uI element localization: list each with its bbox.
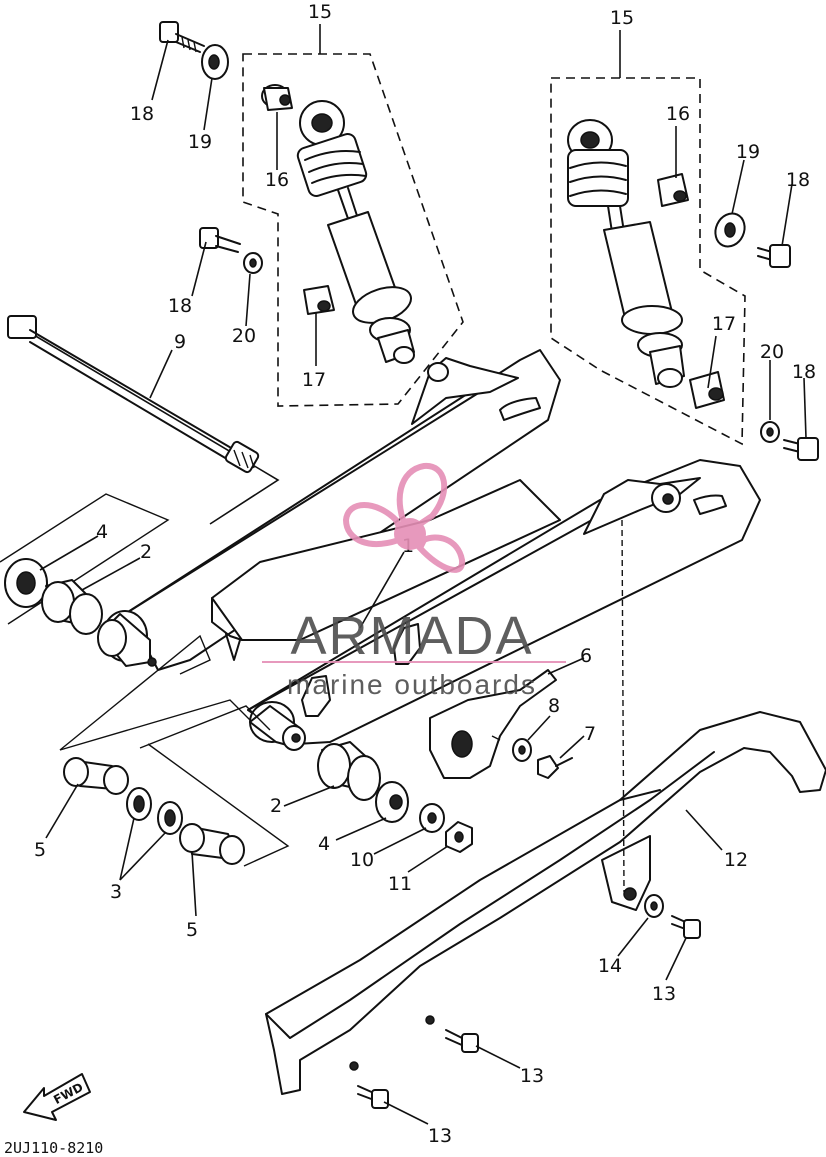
left-collar-top-19 — [201, 44, 229, 80]
screw-13-low — [357, 1085, 389, 1109]
callout-11: 11 — [388, 873, 412, 895]
callout-4-b: 4 — [318, 833, 330, 855]
right-collar-19 — [714, 212, 746, 248]
left-shock-group — [159, 21, 464, 407]
callout-14: 14 — [598, 955, 622, 977]
callout-18-c: 18 — [168, 295, 192, 317]
right-bushing-16 — [657, 173, 689, 207]
left-washer-20 — [243, 252, 263, 274]
callout-9: 9 — [174, 331, 186, 353]
callout-16-a: 16 — [265, 169, 289, 191]
callout-19-b: 19 — [736, 141, 760, 163]
callout-13-b: 13 — [520, 1065, 544, 1087]
left-bushing-16 — [261, 84, 293, 111]
callout-8: 8 — [548, 695, 560, 717]
callout-18-d: 18 — [792, 361, 816, 383]
washer-14 — [644, 894, 664, 918]
fwd-arrow-icon: FWD — [23, 1073, 91, 1121]
watermark-brand: ARMADA — [290, 606, 533, 666]
callout-5-b: 5 — [186, 919, 198, 941]
callout-18-a: 18 — [130, 103, 154, 125]
callout-19-a: 19 — [188, 131, 212, 153]
left-bolt-top-18 — [159, 21, 205, 53]
callout-17-b: 17 — [712, 313, 736, 335]
callout-20-b: 20 — [760, 341, 784, 363]
leader-lines — [39, 24, 807, 1125]
right-bolt-top-18 — [757, 244, 791, 268]
right-bushing-17 — [689, 371, 725, 409]
chain-case-12 — [265, 711, 826, 1095]
armada-watermark: ARMADA marine outboards — [262, 462, 566, 700]
pivot-shaft — [7, 315, 280, 525]
nut-11 — [445, 821, 473, 853]
left-bushing-17 — [303, 285, 335, 315]
callout-18-b: 18 — [786, 169, 810, 191]
callout-10: 10 — [350, 849, 374, 871]
callout-17-a: 17 — [302, 369, 326, 391]
callout-6: 6 — [580, 645, 592, 667]
right-washer-20 — [760, 421, 780, 443]
screw-13-mid — [445, 1029, 479, 1053]
thrust-cover-3a — [126, 787, 152, 821]
left-bushing-pipe-1 — [97, 619, 127, 657]
callout-13-a: 13 — [652, 983, 676, 1005]
left-collar-4 — [0, 493, 170, 625]
callout-15-left: 15 — [308, 1, 332, 23]
callout-2-b: 2 — [270, 795, 282, 817]
callout-5-a: 5 — [34, 839, 46, 861]
right-shock-group — [550, 77, 819, 461]
lower-bushing-5a — [63, 757, 129, 795]
callout-13-c: 13 — [428, 1125, 452, 1147]
screw-13-right — [671, 915, 701, 939]
thrust-cover-3b — [157, 801, 183, 835]
diagram-code: 2UJ110-8210 — [4, 1139, 103, 1157]
chain-case-bracket — [601, 519, 651, 911]
left-bushing-2 — [41, 579, 103, 635]
callout-12: 12 — [724, 849, 748, 871]
right-collar-4 — [375, 781, 409, 823]
callout-15-right: 15 — [610, 7, 634, 29]
callout-4-a: 4 — [96, 521, 108, 543]
callout-2-a: 2 — [140, 541, 152, 563]
callout-3: 3 — [110, 881, 122, 903]
callout-16-b: 16 — [666, 103, 690, 125]
watermark-tagline: marine outboards — [287, 669, 537, 700]
callout-20-a: 20 — [232, 325, 256, 347]
right-bolt-bottom-18 — [783, 437, 819, 461]
right-shock-absorber — [567, 119, 685, 388]
left-bolt-mid-18 — [199, 227, 241, 253]
chain-guide-6 — [429, 669, 557, 779]
left-shock-absorber — [296, 100, 415, 364]
washer-8 — [512, 738, 532, 762]
right-bushing-2 — [317, 741, 381, 801]
propeller-logo-icon — [342, 462, 466, 573]
washer-10 — [419, 803, 445, 833]
bolt-7 — [537, 755, 573, 779]
callout-7: 7 — [584, 723, 596, 745]
